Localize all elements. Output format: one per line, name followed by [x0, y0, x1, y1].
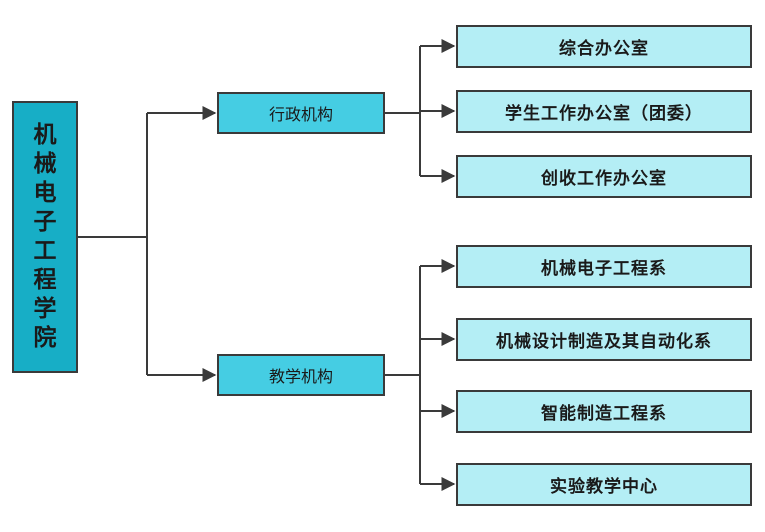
leaf-node-mechanical-design-dept: 机械设计制造及其自动化系 [456, 318, 752, 361]
root-label-char: 工 [33, 238, 57, 264]
branch-node-teaching: 教学机构 [217, 354, 385, 396]
root-label-char: 学 [33, 296, 57, 322]
branch-label-admin: 行政机构 [268, 105, 333, 124]
leaf-node-revenue-office: 创收工作办公室 [456, 155, 752, 198]
branch-label-teaching: 教学机构 [268, 367, 333, 386]
leaf-label: 智能制造工程系 [541, 404, 667, 424]
leaf-node-smart-manufacturing-dept: 智能制造工程系 [456, 390, 752, 433]
root-label-char: 院 [33, 325, 57, 351]
leaf-label: 机械电子工程系 [541, 259, 667, 279]
root-node: 机械电子工程学院 [12, 101, 78, 373]
leaf-label: 学生工作办公室（团委） [505, 104, 703, 124]
leaf-label: 综合办公室 [559, 39, 649, 59]
leaf-label: 创收工作办公室 [541, 169, 667, 189]
root-label-char: 电 [33, 180, 57, 206]
root-label-char: 子 [33, 209, 57, 235]
leaf-node-mechatronics-dept: 机械电子工程系 [456, 245, 752, 288]
root-label-char: 械 [33, 151, 57, 177]
root-label-char: 程 [33, 267, 57, 293]
root-label: 机械电子工程学院 [34, 121, 57, 353]
leaf-label: 机械设计制造及其自动化系 [496, 332, 712, 352]
leaf-node-lab-center: 实验教学中心 [456, 463, 752, 506]
leaf-label: 实验教学中心 [550, 477, 658, 497]
root-label-char: 机 [33, 122, 57, 148]
leaf-node-general-office: 综合办公室 [456, 25, 752, 68]
branch-node-admin: 行政机构 [217, 92, 385, 134]
leaf-node-student-affairs: 学生工作办公室（团委） [456, 90, 752, 133]
